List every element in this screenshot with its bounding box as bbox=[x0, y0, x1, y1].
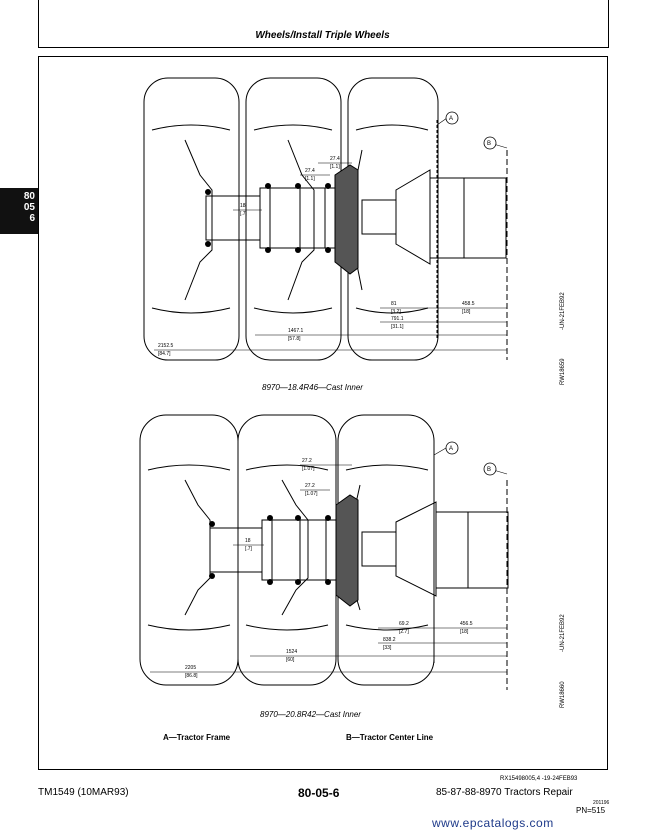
section-tab: 80 05 6 bbox=[0, 188, 38, 234]
fig2-dim4-in: [2.7] bbox=[399, 629, 409, 635]
fig2-dim1-mm: 27.2 bbox=[302, 458, 312, 464]
fig2-dim2-mm: 27.2 bbox=[305, 483, 315, 489]
fig1-dim1-mm: 27.4 bbox=[330, 156, 340, 162]
fig1-dim8-in: [84.7] bbox=[158, 351, 171, 357]
fig1-dim6-mm: 791.1 bbox=[391, 316, 404, 322]
content-frame bbox=[38, 56, 608, 770]
header-bottom-rule bbox=[38, 47, 609, 48]
legend-tractor-frame: A—Tractor Frame bbox=[163, 733, 231, 742]
footer-pn: PN=515 bbox=[576, 806, 606, 815]
page-title: Wheels/Install Triple Wheels bbox=[255, 30, 390, 41]
fig1-dim3-mm: 18 bbox=[240, 203, 246, 209]
reference-code: RX15498005,4 -19-24FEB93 bbox=[500, 776, 578, 782]
fig2-drawing-date: -UN-21FEB92 bbox=[560, 614, 566, 652]
fig2-dim7-in: [60] bbox=[286, 657, 295, 663]
fig1-drawing-date: -UN-21FEB92 bbox=[560, 292, 566, 330]
fig1-callout-a: A bbox=[449, 116, 453, 122]
fig2-dim5-mm: 456.5 bbox=[460, 621, 473, 627]
header-right-rule bbox=[608, 0, 609, 48]
tab-line-3: 6 bbox=[29, 213, 35, 224]
legend-tractor-center-line: B—Tractor Center Line bbox=[346, 733, 434, 742]
fig2-callout-a: A bbox=[449, 446, 453, 452]
footer-manual-id: TM1549 (10MAR93) bbox=[38, 787, 129, 798]
fig1-dim2-mm: 27.4 bbox=[305, 168, 315, 174]
fig1-dim4-in: [3.2] bbox=[391, 309, 401, 315]
figure-1-drawing bbox=[143, 77, 508, 361]
fig2-dim4-mm: 69.2 bbox=[399, 621, 409, 627]
fig1-dim5-in: [18] bbox=[462, 309, 471, 315]
footer-date: 201196 bbox=[593, 800, 610, 806]
fig2-dim3-mm: 18 bbox=[245, 538, 251, 544]
callout-a-circle bbox=[445, 441, 459, 455]
tire-outer bbox=[139, 414, 239, 686]
fig1-dim8-mm: 2152.5 bbox=[158, 343, 174, 349]
fig2-drawing-number: RW18660 bbox=[560, 681, 566, 708]
fig2-dim6-in: [33] bbox=[383, 645, 392, 651]
fig1-dim7-mm: 1467.1 bbox=[288, 328, 304, 334]
tire-middle bbox=[237, 414, 337, 686]
fig1-dim6-in: [31.1] bbox=[391, 324, 404, 330]
fig2-dim7-mm: 1524 bbox=[286, 649, 297, 655]
axle-extension bbox=[209, 527, 263, 573]
fig1-dim3-in: [.7] bbox=[240, 211, 248, 217]
fig1-caption: 8970—18.4R46—Cast Inner bbox=[262, 383, 363, 392]
fig1-dim1-in: [1.1] bbox=[330, 164, 340, 170]
fig1-callout-b: B bbox=[487, 141, 491, 147]
fig2-dim5-in: [18] bbox=[460, 629, 469, 635]
fig2-dim3-in: [.7] bbox=[245, 546, 253, 552]
fig1-dim4-mm: 81 bbox=[391, 301, 397, 307]
fig2-dim2-in: [1.07] bbox=[305, 491, 318, 497]
axle-extension bbox=[205, 195, 261, 241]
callout-b-circle bbox=[483, 136, 497, 150]
fig2-dim6-mm: 838.2 bbox=[383, 637, 396, 643]
tire-outer bbox=[143, 77, 240, 361]
fig1-dim7-in: [57.8] bbox=[288, 336, 301, 342]
fig2-caption: 8970—20.8R42—Cast Inner bbox=[260, 710, 361, 719]
tab-line-2: 05 bbox=[23, 202, 35, 213]
callout-b-circle bbox=[483, 462, 497, 476]
figure-2-drawing bbox=[139, 414, 509, 690]
fig2-dim8-mm: 2205 bbox=[185, 665, 196, 671]
footer-page-number: 80-05-6 bbox=[298, 786, 340, 800]
fig1-drawing-number: RW18659 bbox=[560, 358, 566, 385]
fig1-dim2-in: [1.1] bbox=[305, 176, 315, 182]
fig2-callout-b: B bbox=[487, 467, 491, 473]
tab-line-1: 80 bbox=[23, 191, 35, 202]
fig1-dim5-mm: 458.5 bbox=[462, 301, 475, 307]
fig2-dim8-in: [86.8] bbox=[185, 673, 198, 679]
callout-a-circle bbox=[445, 111, 459, 125]
watermark: www.epcatalogs.com bbox=[432, 816, 554, 830]
header-left-rule bbox=[38, 0, 39, 48]
fig2-dim1-in: [1.07] bbox=[302, 466, 315, 472]
footer-book-title: 85-87-88-8970 Tractors Repair bbox=[436, 787, 573, 798]
